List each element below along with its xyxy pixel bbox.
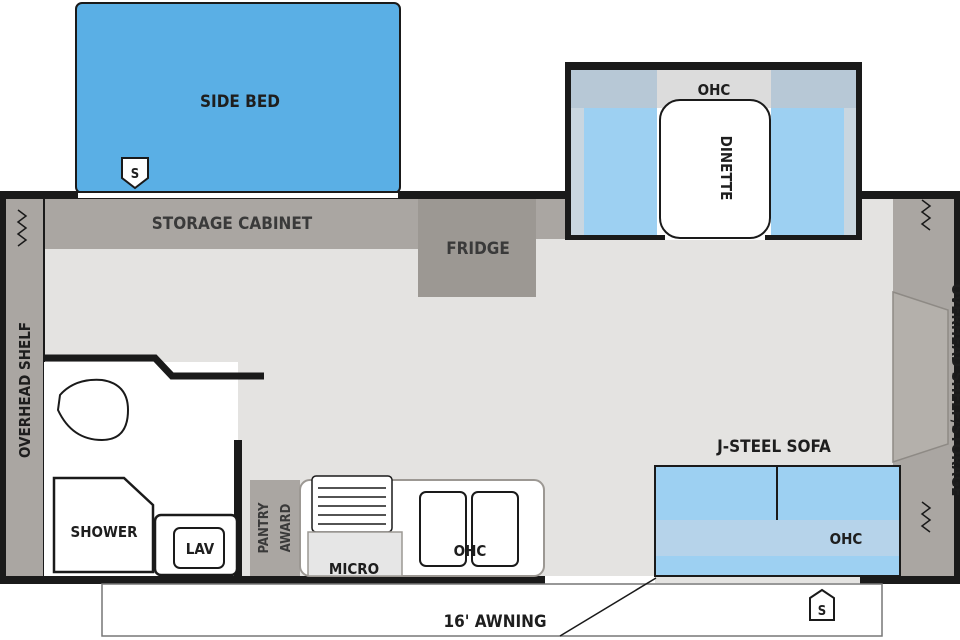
sofa-ohc-label: OHC [830, 530, 863, 548]
left-shelf-label: OVERHEAD SHELF [16, 322, 34, 458]
right-shelf-label: OVERHEAD SHELF/STORAGE [948, 284, 960, 497]
bed-floor-strip [78, 193, 398, 198]
fridge-label: FRIDGE [446, 239, 510, 259]
bathroom-wall-top [44, 354, 264, 380]
storage-cabinet [45, 199, 418, 249]
right-shelf-notch [892, 290, 949, 464]
dinette-wall-bottom-right [765, 235, 862, 240]
dinette-wall-right [856, 62, 862, 240]
sink-right [471, 491, 519, 567]
jsteel-sofa-label: J-STEEL SOFA [716, 437, 831, 457]
kitchen-ohc-label: OHC [454, 542, 487, 560]
wall-left [0, 191, 6, 584]
shower [52, 476, 155, 574]
dinette-seat-right [771, 108, 844, 235]
lav-basin [173, 527, 225, 569]
lav-label: LAV [186, 540, 215, 558]
awning [101, 583, 883, 637]
micro-label: MICRO [329, 560, 379, 578]
right-shelf-spring-bottom [920, 501, 932, 533]
shower-label: SHOWER [71, 523, 139, 541]
dinette-seat-right-back [771, 70, 856, 108]
slide-marker-bottom-label: S [818, 604, 826, 619]
wall-bottom-right [860, 576, 960, 584]
microwave [307, 531, 403, 577]
bathroom-wall-right [234, 440, 242, 576]
awning-door-line [559, 577, 657, 637]
right-shelf-spring-top [920, 199, 932, 231]
fridge [418, 199, 536, 297]
slide-marker-top-label: S [131, 167, 139, 182]
dinette-seat-left-edge [571, 108, 584, 235]
dinette-wall-bottom-left [565, 235, 665, 240]
dinette-seat-left-back [571, 70, 657, 108]
wall-bottom-left [0, 576, 655, 584]
dinette-wall-left [565, 62, 571, 240]
left-shelf-spring-top [16, 209, 28, 247]
pantry-label: PANTRY [257, 502, 272, 553]
left-shelf [6, 199, 44, 576]
sofa-back [656, 520, 899, 556]
door-gap [545, 576, 655, 584]
dinette-wall-top [565, 62, 862, 70]
dinette-seat-left [584, 108, 657, 235]
slide-marker-bottom [809, 588, 835, 621]
dinette-label: DINETTE [717, 136, 735, 201]
dinette-seat-right-edge [844, 108, 856, 235]
toilet [56, 378, 130, 442]
wall-top-right [860, 191, 960, 199]
stove-burners [318, 487, 386, 525]
dinette-table [659, 99, 771, 239]
pantry [250, 480, 300, 576]
wall-right [954, 191, 960, 584]
sink-left [419, 491, 467, 567]
awning-label: 16' AWNING [443, 612, 546, 632]
dinette-ohc-label: OHC [698, 81, 731, 99]
fridge-strip [536, 199, 570, 239]
bathroom-door-swing [171, 375, 265, 379]
storage-cabinet-label: STORAGE CABINET [152, 214, 313, 234]
award-label: AWARD [279, 503, 294, 552]
side-bed-label: SIDE BED [200, 92, 280, 112]
side-bed [76, 3, 400, 193]
slide-marker-top [121, 157, 149, 190]
